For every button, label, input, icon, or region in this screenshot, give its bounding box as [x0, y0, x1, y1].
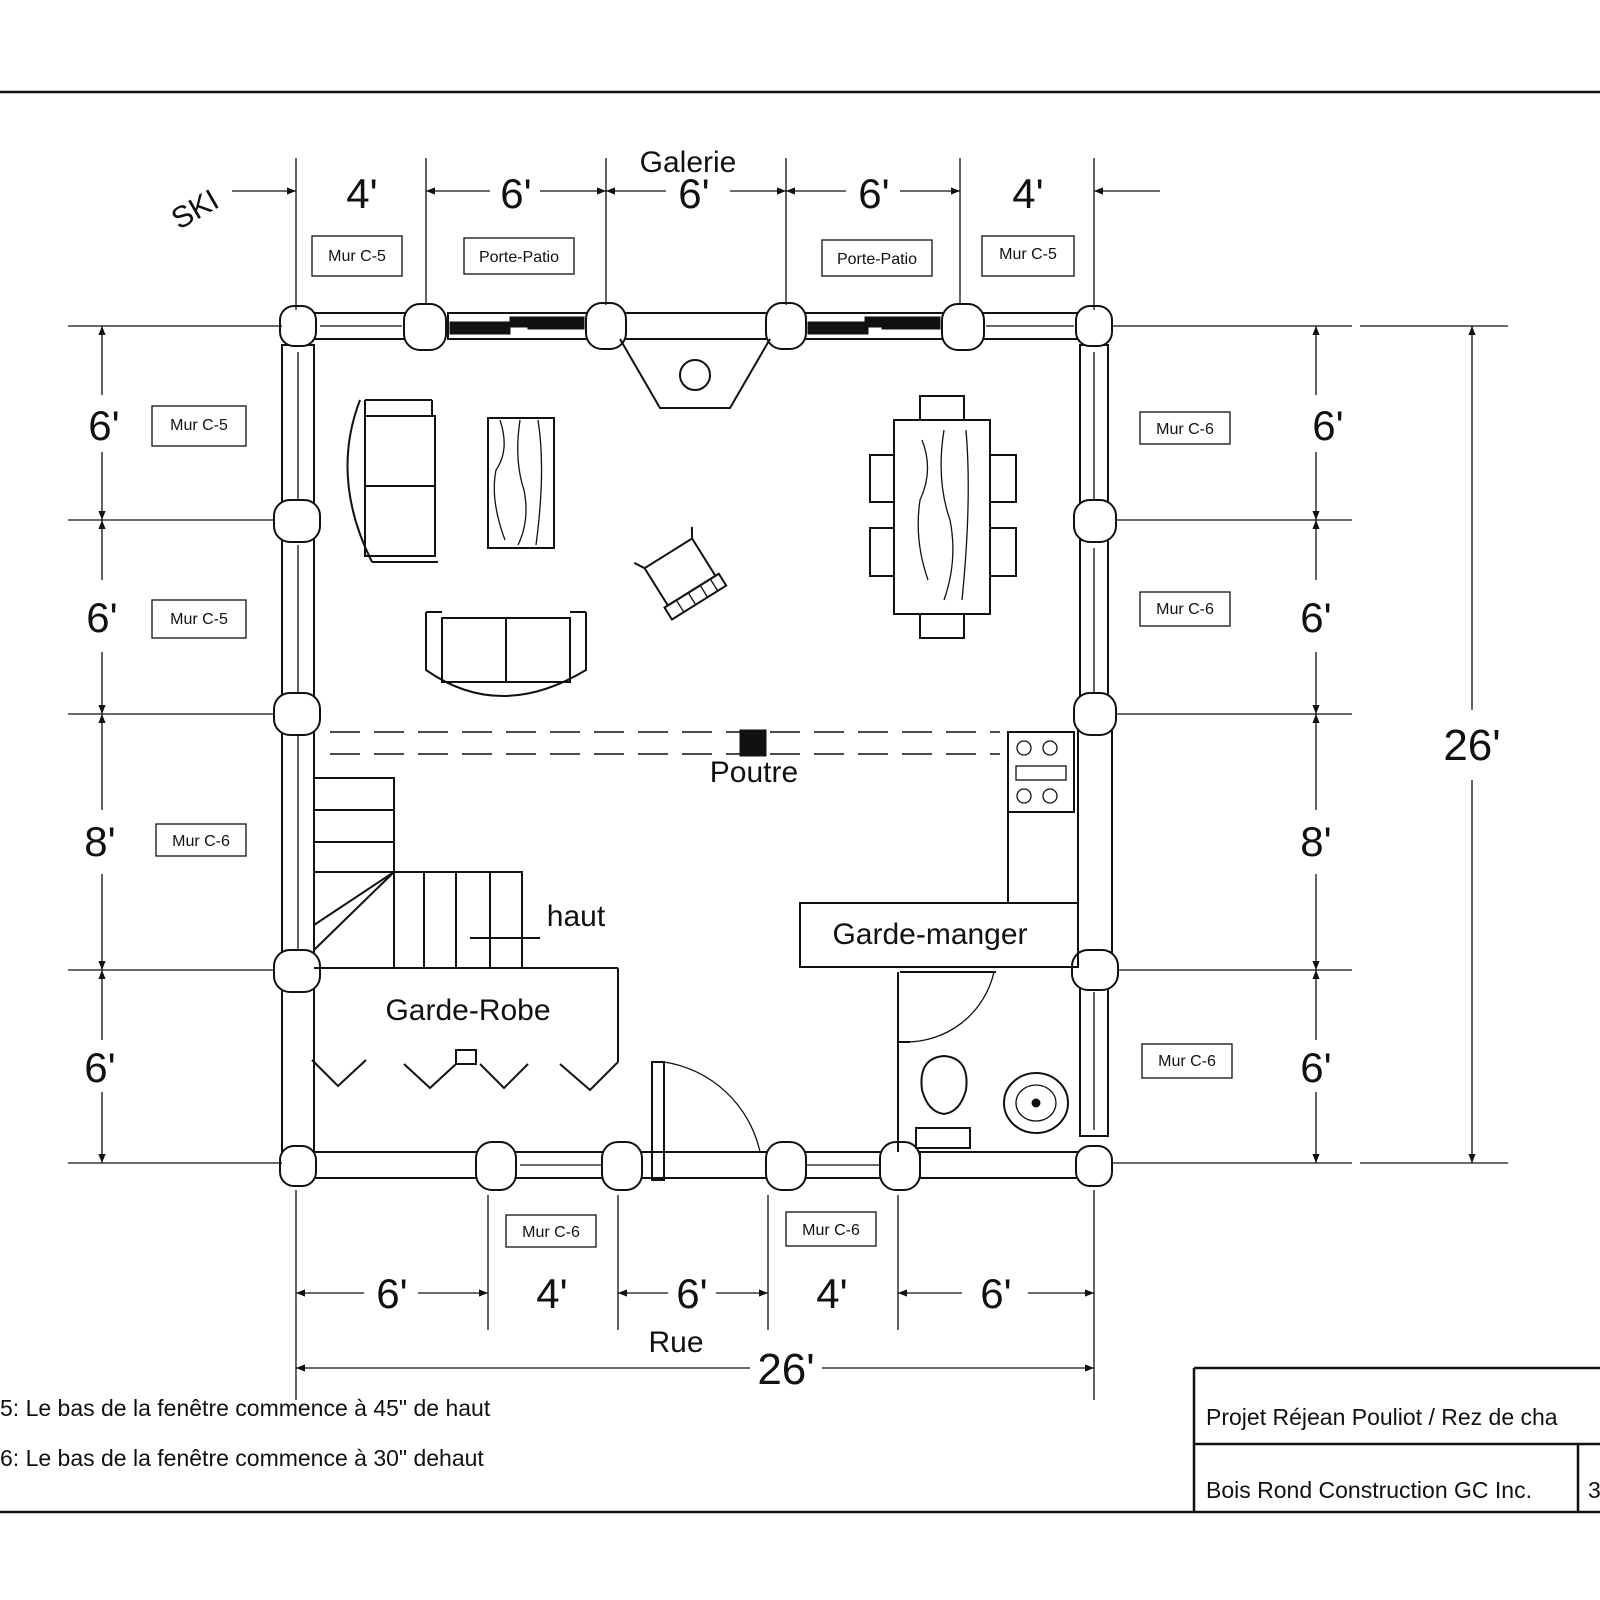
left-wall-tags: Mur C-5 Mur C-5 Mur C-6	[151, 405, 247, 857]
tag-left-1: Mur C-5	[170, 417, 228, 434]
tag-left-3: Mur C-6	[172, 833, 230, 850]
right-dimensions: 6' 6' 8' 6' 26'	[1300, 402, 1500, 1091]
dim-top-4: 6'	[858, 170, 889, 217]
label-poutre: Poutre	[710, 756, 798, 789]
dim-top-3: 6'	[678, 170, 709, 217]
dim-top-1: 4'	[346, 170, 377, 217]
title-sheet-number: 3	[1588, 1477, 1600, 1503]
note-c6: 6: Le bas de la fenêtre commence à 30" d…	[0, 1445, 484, 1471]
sofa-left	[346, 399, 438, 563]
fireplace	[619, 338, 771, 409]
tag-top-4: Mur C-5	[999, 246, 1057, 263]
title-company: Bois Rond Construction GC Inc.	[1206, 1477, 1532, 1503]
tag-right-1: Mur C-6	[1156, 421, 1214, 438]
pantry-walls	[799, 811, 1079, 1152]
bottom-wall-tags: Mur C-6 Mur C-6	[505, 1211, 877, 1248]
coffee-table	[487, 417, 555, 549]
tag-top-1: Mur C-5	[328, 248, 386, 265]
label-galerie: Galerie	[640, 146, 737, 179]
sink-icon	[1003, 1072, 1069, 1134]
dim-right-4: 6'	[1300, 1044, 1331, 1091]
note-c5: 5: Le bas de la fenêtre commence à 45" d…	[0, 1395, 491, 1421]
dim-left-4: 6'	[84, 1044, 115, 1091]
dim-bottom-3: 6'	[676, 1270, 707, 1317]
wall-posts	[273, 302, 1119, 1191]
label-garde-robe: Garde-Robe	[385, 994, 550, 1027]
entrance-door	[651, 1061, 761, 1181]
dining-table	[869, 395, 1017, 639]
dim-right-3: 8'	[1300, 818, 1331, 865]
title-project: Projet Réjean Pouliot / Rez de cha	[1206, 1404, 1558, 1430]
tag-bottom-1: Mur C-6	[522, 1224, 580, 1241]
tag-top-2: Porte-Patio	[479, 249, 559, 266]
left-dimensions: 6' 6' 8' 6'	[84, 402, 119, 1091]
beam-line	[330, 729, 1000, 757]
exterior-walls	[281, 312, 1113, 1179]
dim-left-2: 6'	[86, 594, 117, 641]
sofa-bottom	[425, 611, 587, 697]
tag-right-2: Mur C-6	[1156, 601, 1214, 618]
dim-top-5: 4'	[1012, 170, 1043, 217]
dimension-lines	[68, 158, 1508, 1400]
dim-bottom-total: 26'	[757, 1345, 814, 1394]
top-wall-tags: Mur C-5 Porte-Patio Porte-Patio Mur C-5	[311, 235, 1075, 277]
armchair	[633, 526, 728, 621]
label-garde-manger: Garde-manger	[832, 918, 1027, 951]
tag-bottom-2: Mur C-6	[802, 1222, 860, 1239]
dim-left-3: 8'	[84, 818, 115, 865]
title-block: Projet Réjean Pouliot / Rez de cha Bois …	[1192, 1366, 1600, 1512]
top-dimensions: 4' 6' 6' 6' 4'	[346, 170, 1043, 217]
dim-right-2: 6'	[1300, 594, 1331, 641]
tag-top-3: Porte-Patio	[837, 251, 917, 268]
dim-bottom-2: 4'	[536, 1270, 567, 1317]
bottom-dimensions: 6' 4' 6' 4' 6' 26'	[376, 1270, 1011, 1394]
dim-top-2: 6'	[500, 170, 531, 217]
dim-bottom-4: 4'	[816, 1270, 847, 1317]
dim-right-1: 6'	[1312, 402, 1343, 449]
tag-right-3: Mur C-6	[1158, 1053, 1216, 1070]
label-haut: haut	[547, 900, 606, 933]
dim-left-1: 6'	[88, 402, 119, 449]
beam-post	[739, 729, 767, 757]
dim-right-total: 26'	[1443, 721, 1500, 770]
tag-left-2: Mur C-5	[170, 611, 228, 628]
stove-icon	[1007, 731, 1075, 813]
label-ski: SKI	[166, 183, 224, 236]
toilet-icon	[915, 1054, 971, 1149]
right-wall-tags: Mur C-6 Mur C-6 Mur C-6	[1139, 411, 1233, 1079]
dim-bottom-1: 6'	[376, 1270, 407, 1317]
staircase	[313, 777, 540, 969]
closet	[311, 967, 619, 1092]
dim-bottom-5: 6'	[980, 1270, 1011, 1317]
label-rue: Rue	[648, 1326, 703, 1359]
